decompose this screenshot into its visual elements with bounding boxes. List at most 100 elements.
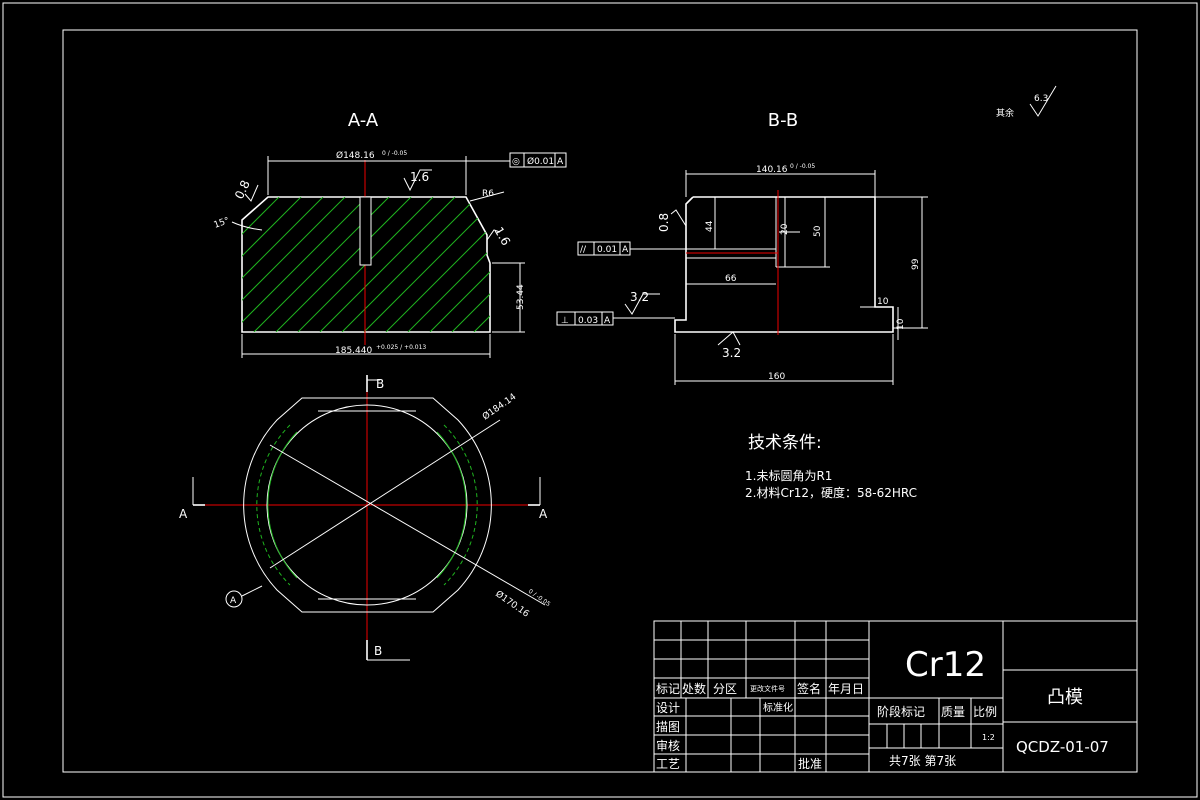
hatch-line [242,197,280,332]
bb-dim-44: 44 [705,220,715,232]
bb-rough-32a: 3.2 [630,290,649,304]
tb-change-doc: 更改文件号 [750,684,785,693]
bb-rough-32a-symbol [624,293,660,315]
bb-dim-top: 140.16 [756,165,788,175]
aa-angle: 15° [213,216,231,231]
tb-standard: 标准化 [763,701,793,714]
hatch-line [275,197,412,332]
tb-ratio: 比例 [973,705,997,719]
bb-gdt1-symbol: // [580,245,587,255]
tb-part-name: 凸模 [1047,687,1083,708]
tb-mark: 标记 [656,682,680,696]
plan-dia-outer: Ø184.14 [480,391,518,422]
bb-dim-20: 20 [780,223,790,235]
plan-section-a-right: A [539,507,548,521]
notes-item-2: 2.材料Cr12，硬度：58-62HRC [745,485,917,500]
hatch-line [363,197,490,332]
bb-gdt2-datum: A [604,316,611,326]
aa-angle-arc [231,221,263,231]
bb-rough-08-symbol [670,209,687,227]
bb-dim-top-tol: 0 / -0.05 [790,163,815,170]
surface-rest: 其余 6.3 [996,85,1057,119]
aa-rough-top: 1.6 [410,170,429,184]
aa-rough-right-symbol [486,229,501,241]
hatch-line [242,197,324,332]
hatch-line [242,197,302,332]
bb-dim-66: 66 [725,274,737,284]
drawing-frame [62,29,1138,773]
bb-dim-10a: 10 [877,297,889,307]
tb-scale: 1:2 [982,733,995,742]
hatch-line [407,197,490,332]
aa-height: 53.44 [516,284,526,310]
aa-dim-bottom-tol: +0.025 / +0.013 [376,344,426,351]
plan-section-b-bottom: B [374,644,382,658]
title-block: 标记 处数 分区 更改文件号 签名 年月日 设计 标准化 描图 审核 工艺 批准… [653,620,1138,773]
bb-dim-50: 50 [813,225,823,237]
tb-date: 年月日 [828,682,864,696]
aa-rough-left-symbol [244,184,259,202]
hatch-line [319,197,456,332]
tb-design: 设计 [656,701,680,715]
view-aa: A-A Ø148.16 0 / -0.05 ◎ Ø0.01 A 1.6 0.8 … [213,110,567,358]
bb-gdt1-datum: A [622,245,629,255]
plan-green-arc-right [436,431,467,579]
aa-pin-hole [359,196,372,266]
bb-rough-32b: 3.2 [722,346,741,360]
hatch-line [451,197,490,332]
tb-sheets: 共7张 第7张 [889,754,956,768]
plan-datum-leader [241,585,263,597]
tb-process: 工艺 [656,757,680,771]
surface-rest-label: 其余 [996,107,1014,119]
plan-section-a-left: A [179,507,188,521]
view-bb-title: B-B [768,110,799,131]
plan-diagonal [269,444,546,606]
aa-rough-top-symbol [403,169,432,192]
aa-gdt-symbol: ◎ [512,157,520,167]
plan-datum-circle [225,590,243,608]
aa-dim-top: Ø148.16 [336,150,375,161]
tb-material: Cr12 [905,645,986,685]
plan-green-arc-right-outer [443,424,478,586]
tb-zone: 分区 [713,682,737,696]
notes-item-1: 1.未标圆角为R1 [745,469,832,483]
plan-dia-inner: Ø170.16 [493,588,531,619]
hatch-line [242,197,258,332]
aa-radius: R6 [482,189,494,199]
aa-rough-right: 1.6 [491,225,513,249]
tb-weight: 质量 [941,705,965,719]
bb-gdt2-symbol: ⊥ [561,316,569,326]
bb-dim-10b: 10 [896,318,906,330]
aa-gdt-frame [509,152,567,168]
bb-rough-08: 0.8 [657,213,671,232]
tb-drawing-no: QCDZ-01-07 [1016,738,1109,756]
bb-dim-99: 99 [911,258,921,270]
aa-rough-left: 0.8 [232,178,253,201]
tb-sign: 签名 [797,681,821,696]
title-block-frame [653,620,1138,773]
plan-view: Ø184.14 Ø170.16 0 / -0.05 B B A A A [179,375,552,661]
plan-dia-inner-tol: 0 / -0.05 [527,588,552,608]
bb-gdt1-value: 0.01 [597,245,617,255]
tb-stage-mark: 阶段标记 [877,704,925,719]
aa-gdt-datum: A [557,157,564,167]
tb-approve: 批准 [798,756,822,771]
bb-dim-160: 160 [768,372,785,382]
technical-notes: 技术条件: 1.未标圆角为R1 2.材料Cr12，硬度：58-62HRC [745,433,917,500]
plan-green-arc-left-outer [256,424,291,586]
plan-diagonal [269,419,501,569]
surface-rest-value: 6.3 [1034,94,1048,104]
hatch-line [385,197,490,332]
tb-count: 处数 [682,681,706,696]
aa-radius-leader [469,191,505,202]
aa-dim-top-tol: 0 / -0.05 [382,150,407,157]
plan-outer-contour [243,397,492,613]
hatch-line [242,197,346,332]
plan-section-b-top: B [376,377,384,391]
plan-inner-circle [266,404,468,606]
plan-datum-a: A [230,596,237,606]
tb-drawing: 描图 [656,720,680,734]
bb-outline [674,196,894,333]
